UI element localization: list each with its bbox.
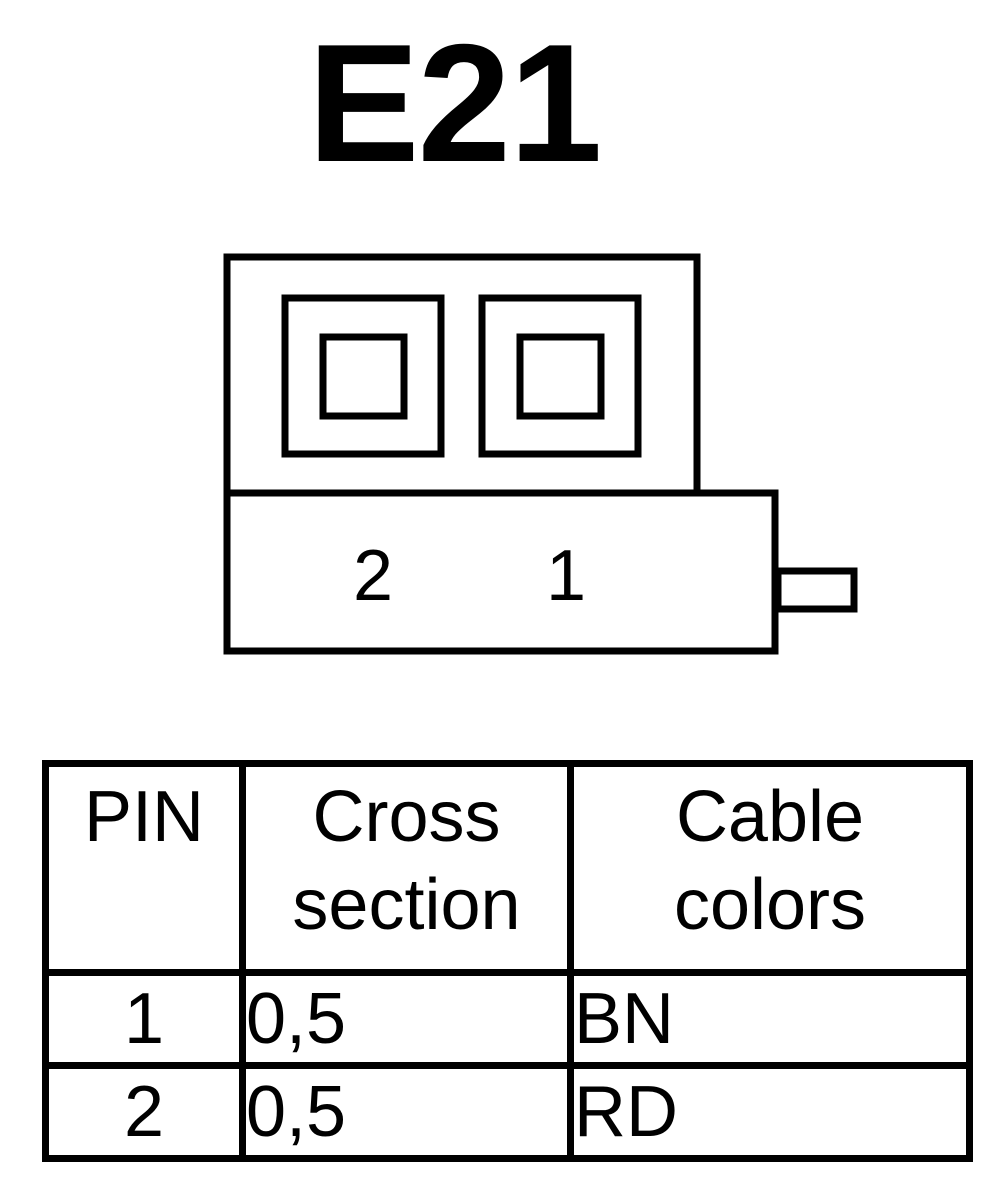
locking-latch (774, 567, 858, 613)
header-cable-colors-line-1: Cable (675, 777, 865, 857)
connector-title: E21 (307, 9, 603, 197)
row-1-cross-section: 0,5 (239, 969, 574, 1069)
row-1-pin: 1 (42, 969, 246, 1069)
table-header-row: PIN Cross section Cable colors (42, 760, 973, 976)
pin-label-2: 2 (353, 536, 393, 616)
pin-1-inner-contact (516, 333, 605, 420)
header-cable-colors: Cable colors (567, 760, 973, 976)
pin-assignment-table: PIN Cross section Cable colors 1 0,5 BN … (42, 760, 973, 1162)
table-row: 1 0,5 BN (42, 969, 973, 1069)
pin-label-1: 1 (546, 536, 586, 616)
header-cross-section-line-2: section (292, 865, 521, 945)
header-cross-section: Cross section (239, 760, 574, 976)
header-cross-section-line-1: Cross (312, 777, 501, 857)
row-2-cable-color: RD (567, 1062, 973, 1162)
connector-diagram: 2 1 (223, 253, 858, 655)
table-row: 2 0,5 RD (42, 1062, 973, 1162)
connector-housing-outline (223, 253, 779, 655)
pin-2-inner-contact (319, 333, 408, 420)
header-cable-colors-line-2: colors (673, 865, 867, 945)
row-2-pin: 2 (42, 1062, 246, 1162)
row-1-cable-color: BN (567, 969, 973, 1069)
pin-2-outer-socket (281, 294, 445, 458)
header-pin-label: PIN (83, 777, 205, 857)
row-2-cross-section: 0,5 (239, 1062, 574, 1162)
pin-1-outer-socket (478, 294, 642, 458)
header-pin: PIN (42, 760, 246, 976)
